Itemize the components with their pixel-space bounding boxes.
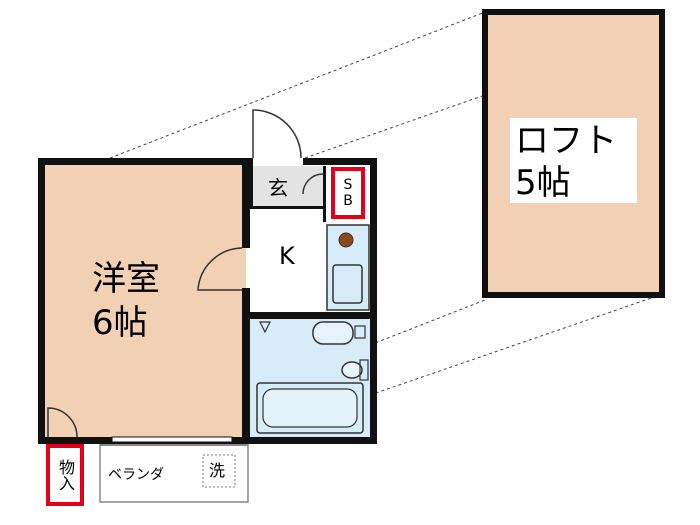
loft-label-box (510, 118, 637, 203)
western-room (42, 162, 246, 440)
bathtub-inner (262, 388, 358, 428)
loft-label: ロフト (515, 121, 617, 161)
kitchen-area (250, 210, 325, 310)
entrance-area (250, 166, 325, 208)
window-balcony (111, 436, 233, 443)
shoe-box-label: SB (335, 171, 361, 215)
doors (47, 109, 324, 438)
storage-label: 物入 (50, 448, 80, 502)
toilet-tank (359, 359, 369, 381)
western-room-size: 6帖 (92, 303, 148, 343)
washer-space (202, 454, 236, 488)
bathtub (256, 382, 364, 434)
stove-icon (338, 232, 354, 248)
shoe-box-tag: SB (331, 167, 365, 219)
washbasin (312, 321, 354, 345)
washer-label: 洗 (209, 461, 226, 480)
balcony-label: ベランダ (108, 467, 164, 483)
entrance-label: 玄 (268, 176, 288, 200)
storage-tag: 物入 (46, 444, 84, 506)
balcony-rail (100, 444, 248, 446)
western-room-label: 洋室 (92, 259, 160, 299)
washbasin-tap (354, 325, 366, 339)
shower-icon (259, 321, 271, 334)
kitchen-label: K (279, 242, 295, 270)
loft-projection-lines (109, 11, 661, 396)
loft-size: 5帖 (515, 163, 571, 203)
sink-basin (332, 264, 363, 304)
toilet-bowl (341, 361, 363, 379)
